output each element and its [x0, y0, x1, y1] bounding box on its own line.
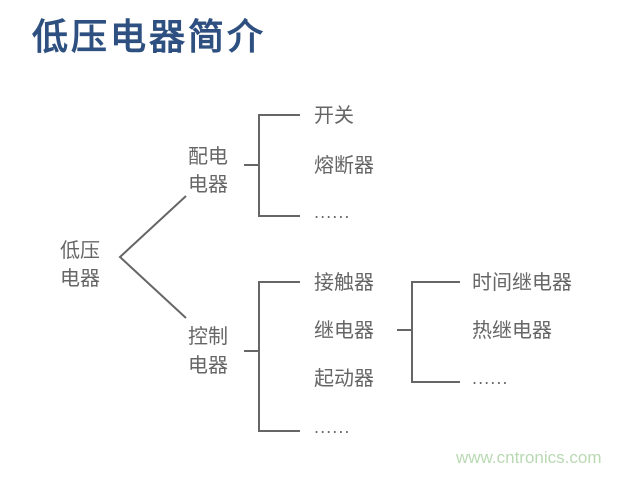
leaf-ellipsis: ...... [314, 203, 351, 222]
branch-distribution-line2: 电器 [188, 172, 228, 196]
page-title: 低压电器简介 [32, 17, 267, 58]
branch-control-line2: 电器 [188, 353, 228, 377]
leaf-thermal-relay: 热继电器 [472, 318, 552, 342]
leaf-relay: 继电器 [314, 318, 374, 342]
leaf-time-relay: 时间继电器 [472, 270, 572, 294]
branch-control-line1: 控制 [188, 324, 228, 348]
root-node-line1: 低压 [60, 238, 100, 262]
branch-distribution-line1: 配电 [188, 144, 228, 168]
leaf-contactor: 接触器 [314, 270, 374, 294]
leaf-switch: 开关 [314, 103, 354, 127]
root-node-line2: 电器 [60, 266, 100, 290]
leaf-ellipsis: ...... [472, 369, 509, 388]
leaf-starter: 起动器 [314, 366, 374, 390]
leaf-ellipsis: ...... [314, 418, 351, 437]
watermark: www.cntronics.com [456, 448, 602, 467]
leaf-fuse: 熔断器 [314, 153, 374, 177]
